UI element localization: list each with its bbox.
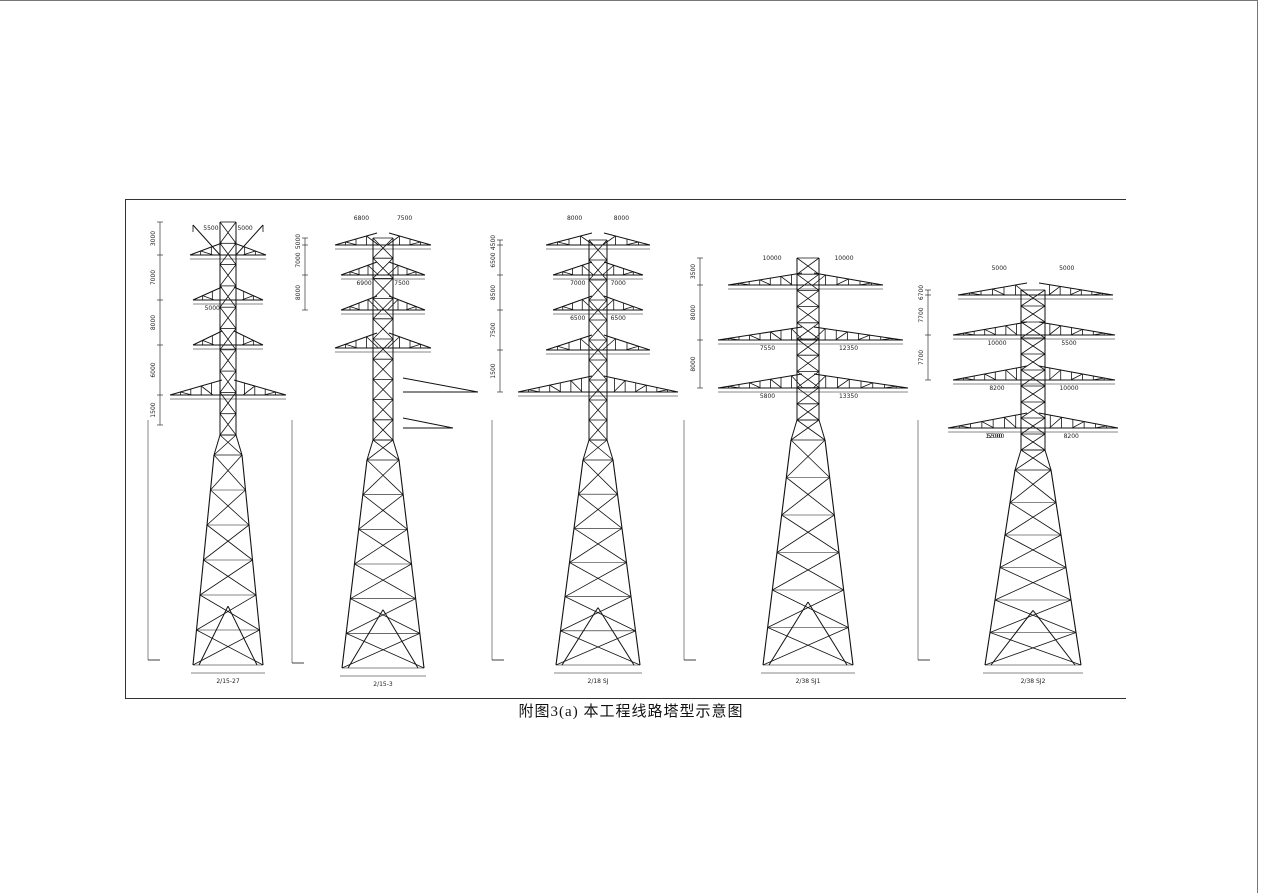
drawing-frame (125, 199, 1126, 699)
arm-dimension: 8200 (989, 385, 1004, 392)
arm-dimension: 10000 (987, 340, 1006, 347)
figure-caption: 附图3(a) 本工程线路塔型示意图 (518, 704, 744, 720)
arm-dimension: 6500 (570, 315, 585, 322)
arm-dimension: 6800 (354, 215, 369, 222)
tower-type-label: 2/38 SJ2 (1021, 678, 1046, 685)
height-dimension: 7000 (150, 270, 157, 285)
height-dimension: 6700 (918, 285, 925, 300)
transmission-tower: 10000 10000 7550 12350 5800 13350 3500 8000 8000… (683, 255, 909, 685)
height-dimension: 6000 (150, 362, 157, 377)
height-dimension: 8000 (690, 356, 697, 371)
arm-dimension: 5000 (1059, 265, 1074, 272)
arm-dimension: 5000 (237, 225, 252, 232)
height-dimension: 1500 (490, 363, 497, 378)
arm-dimension: 7000 (570, 280, 585, 287)
height-dimension: 3000 (150, 231, 157, 246)
arm-dimension: 5500 (987, 433, 1002, 440)
height-dimension: 8000 (150, 315, 157, 330)
height-dimension: 8000 (295, 285, 302, 300)
height-dimension: 8000 (690, 305, 697, 320)
tower-type-label: 2/15-3 (373, 681, 393, 688)
arm-dimension: 6500 (611, 315, 626, 322)
arm-dimension: 7550 (760, 345, 775, 352)
transmission-tower: 8000 8000 7000 7000 6500 6500 4500 6500 8500 7500… (490, 215, 679, 685)
transmission-tower: 6800 7500 6900 7500 5000 7000 8000 2/15-3 (291, 215, 479, 688)
arm-dimension: 12000 (985, 433, 1004, 440)
arm-dimension: 12350 (839, 345, 858, 352)
sheet-right-edge (1257, 0, 1258, 893)
height-dimension: 5000 (295, 234, 302, 249)
height-dimension: 7700 (918, 307, 925, 322)
transmission-tower: 5000 5000 10000 5500 8200 10000 5500 8200 12000 6… (917, 265, 1119, 685)
arm-dimension: 5500 (1061, 340, 1076, 347)
arm-dimension: 10000 (834, 255, 853, 262)
transmission-tower: 5500 5000 5000 3000 7000 8000 6000 1500 2/15-27 (147, 221, 287, 685)
height-dimension: 1500 (150, 402, 157, 417)
arm-dimension: 5000 (205, 305, 220, 312)
arm-dimension: 6900 (356, 280, 371, 287)
arm-dimension: 10000 (1059, 385, 1078, 392)
tower-type-label: 2/38 SJ1 (796, 678, 821, 685)
arm-dimension: 8200 (1064, 433, 1079, 440)
height-dimension: 7000 (295, 252, 302, 267)
sheet-top-edge (0, 0, 1258, 1)
height-dimension: 7700 (918, 350, 925, 365)
arm-dimension: 8000 (567, 215, 582, 222)
height-dimension: 4500 (490, 235, 497, 250)
arm-dimension: 5800 (760, 393, 775, 400)
arm-dimension: 5000 (992, 265, 1007, 272)
arm-dimension: 5500 (203, 225, 218, 232)
tower-type-label: 2/18 SJ (588, 678, 609, 685)
height-dimension: 6500 (490, 252, 497, 267)
arm-dimension: 13350 (839, 393, 858, 400)
arm-dimension: 10000 (762, 255, 781, 262)
height-dimension: 8500 (490, 285, 497, 300)
height-dimension: 3500 (690, 264, 697, 279)
arm-dimension: 8000 (614, 215, 629, 222)
arm-dimension: 7000 (611, 280, 626, 287)
arm-dimension: 7500 (394, 280, 409, 287)
height-dimension: 7500 (490, 322, 497, 337)
arm-dimension: 7500 (397, 215, 412, 222)
tower-type-label: 2/15-27 (216, 678, 239, 685)
